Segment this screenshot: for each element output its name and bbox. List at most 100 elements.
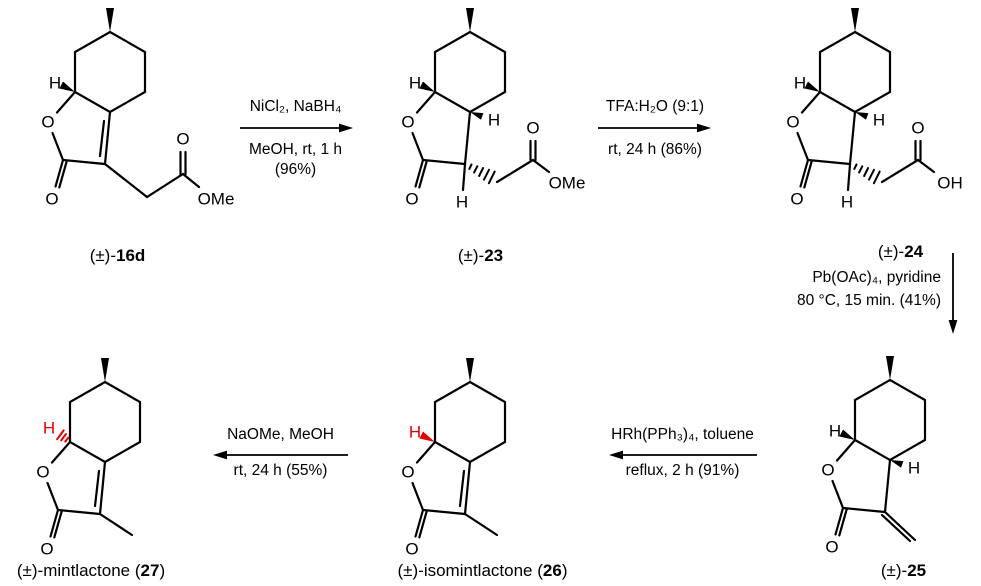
lactone-o-atom-label: O [40,540,53,559]
exocyclic-methylene-double-bond [880,510,917,543]
compound-label-24: (±)-24 [818,242,981,262]
label-prefix: (±)- [89,246,117,265]
label-number: 23 [484,246,504,265]
compound-label-25: (±)-25 [821,561,981,581]
h-wedge-bond [804,81,820,92]
cyclohexane-ring [433,380,507,464]
h-atom-label: H [829,422,841,441]
step1-conditions: MeOH, rt, 1 h [248,141,343,158]
h-atom-label-fusion: H [488,111,500,130]
arrow-step4-left [609,450,757,460]
label-number: 16d [116,246,146,265]
structure-25: H H O O [821,356,927,557]
lactone-carbonyl-double-bond [799,158,813,189]
structure-24: H H H O O O OH [786,8,963,212]
h-wedge-bond-ring-fusion [470,112,484,120]
h-atom-label: H [409,74,421,93]
stereo-h-wedge-bond-red [419,431,435,442]
stereo-h-hashed-bond-red [56,429,70,443]
arrowhead-down-icon [948,320,958,334]
h-wedge-bond-ring-fusion [855,112,869,120]
h-atom-label-c3: H [456,193,468,212]
step2-conditions: rt, 24 h (86%) [608,141,702,158]
h-wedge-bond [839,429,855,440]
lactone-o-atom-label: O [405,190,418,209]
compound-label-27: (±)-mintlactone (27) [0,561,186,581]
ring-o-atom-label: O [401,463,414,482]
arrowhead-right-icon [697,123,711,133]
lactone-ring [51,90,112,166]
label-number: 27 [140,561,160,580]
cyclohexane-ring [68,380,142,464]
lactone-carbonyl-double-bond [54,158,68,189]
lactone-ring [411,90,472,166]
lactone-o-atom-label: O [790,190,803,209]
h-atom-label-fusion: H [873,111,885,130]
step1-yield: (96%) [274,161,317,178]
step3-conditions: 80 °C, 15 min. (41%) [796,292,941,309]
ester-side-chain [103,162,201,199]
label-number: 26 [542,561,562,580]
label-prefix: (±)-mintlactone ( [16,561,141,580]
stereo-h-atom-label-red: H [43,419,55,438]
label-prefix: (±)-isomintlactone ( [397,561,543,580]
ring-o-atom-label: O [401,113,414,132]
label-prefix: (±)- [457,246,485,265]
stereo-h-atom-label-red: H [409,423,421,442]
compound-label-23: (±)-23 [398,246,563,266]
ome-atom-label: OMe [549,174,586,193]
step1-reagents: NiCl₂, NaBH₄ [249,98,342,115]
ring-double-bond-inner [98,119,106,158]
arrow-step1-right [240,123,353,133]
ring-o-atom-label: O [786,113,799,132]
lactone-o-atom-label: O [405,540,418,559]
step3-reagents: Pb(OAc)₄, pyridine [812,269,941,286]
compound-label-16d: (±)-16d [35,246,200,266]
methyl-wedge-bond [466,358,474,382]
step4-conditions: reflux, 2 h (91%) [625,462,740,479]
oh-atom-label: OH [937,174,963,193]
label-suffix: ) [561,561,568,580]
h-atom-label: H [794,74,806,93]
label-prefix: (±)- [880,561,908,580]
structure-27: H O O [36,358,142,559]
lactone-carbonyl-double-bond [49,508,63,539]
lactone-ring [46,440,107,516]
label-suffix: ) [159,561,166,580]
step4-reagents: HRh(PPh₃)₄, toluene [611,426,754,443]
ester-side-chain [495,158,551,184]
ome-atom-label: OMe [198,190,235,209]
compound-label-26: (±)-isomintlactone (26) [340,561,625,581]
ester-o-atom-label: O [526,119,539,138]
ring-double-bond-inner [93,469,101,508]
lactone-ring [796,90,857,166]
h-wedge-bond [419,81,435,92]
h-atom-label: H [49,74,61,93]
structure-26: H O O [401,358,507,559]
label-number: 25 [907,561,927,580]
h-plain-bond [846,162,852,192]
h-plain-bond [461,162,467,192]
arrow-step5-left [213,450,348,460]
acid-side-chain [880,158,936,184]
reaction-arrows [213,123,958,460]
ester-carbonyl-double-bond [529,139,537,162]
lactone-carbonyl-double-bond [834,506,848,537]
lactone-ring [831,438,892,514]
arrow-step3-down [948,253,958,334]
label-number: 24 [904,242,924,261]
ester-o-atom-label: O [176,130,189,149]
ester-carbonyl-double-bond [179,150,187,176]
cyclohexane-ring [73,30,147,114]
arrowhead-right-icon [339,123,353,133]
ring-o-atom-label: O [821,461,834,480]
step5-conditions: rt, 24 h (55%) [233,462,328,479]
cyclohexane-ring [818,30,892,114]
cyclohexane-ring [853,378,927,462]
step5-reagents: NaOMe, MeOH [227,426,334,443]
structure-23: H H H O O O OMe [401,8,585,212]
lactone-ring [411,440,472,516]
c3-methyl-bond [463,512,499,537]
